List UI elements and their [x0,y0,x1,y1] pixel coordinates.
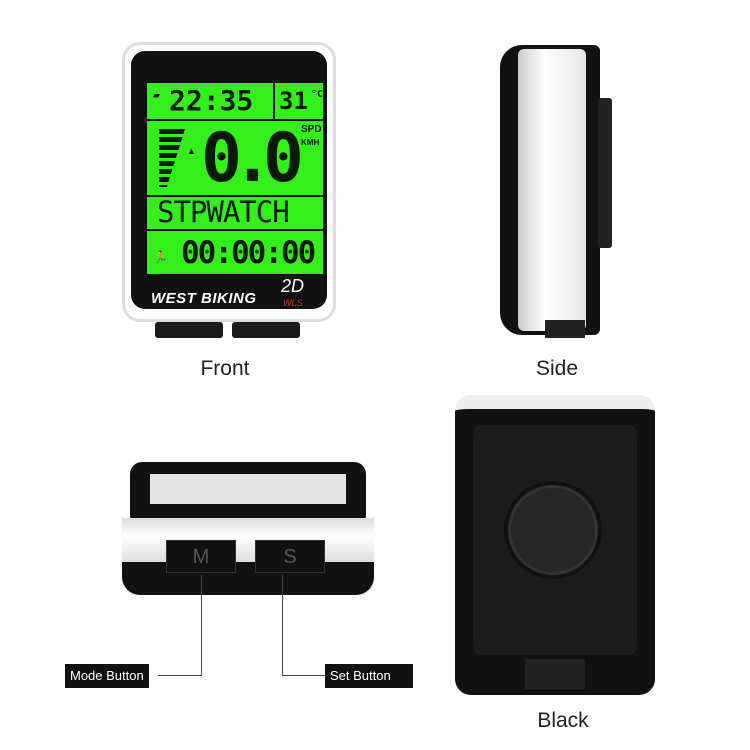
front-device: ▰ 22:35 31 °C ▲ 0.0 SPD KMH STPWATCH 🏃 0… [122,42,336,322]
up-arrow-icon: ▲ [187,146,196,156]
mode-button-label: Mode Button [65,664,149,688]
temperature-readout: 31 [279,87,308,115]
brand-logo: WEST BIKING [151,290,257,307]
side-device [500,45,600,335]
set-key[interactable]: S [255,540,325,573]
battery-cap [508,485,598,575]
spd-label: SPD [301,124,322,135]
front-mode-button[interactable] [155,322,223,338]
mode-text: STPWATCH [157,195,290,229]
side-caption: Side [535,357,579,380]
kmh-label: KMH [301,138,320,147]
front-set-button[interactable] [232,322,300,338]
set-button-label: Set Button [325,664,413,688]
back-device [455,395,655,695]
back-caption: Black [537,709,589,732]
temperature-unit: °C [311,89,324,100]
lcd-screen: ▰ 22:35 31 °C ▲ 0.0 SPD KMH STPWATCH 🏃 0… [145,81,325,276]
mount-clip [598,98,612,248]
speed-readout: 0.0 [201,119,304,198]
speed-bar-icon [159,129,185,187]
front-caption: Front [200,357,250,380]
mode-key[interactable]: M [166,540,236,573]
runner-icon: 🏃 [153,250,168,264]
timer-readout: 00:00:00 [181,235,316,271]
alarm-icon: ▰ [153,90,160,100]
side-button [545,320,585,338]
clock-readout: 22:35 [169,84,254,117]
model-sub-logo: WLS [283,298,303,308]
model-logo: 2D [281,276,305,296]
bottom-device [122,462,374,597]
